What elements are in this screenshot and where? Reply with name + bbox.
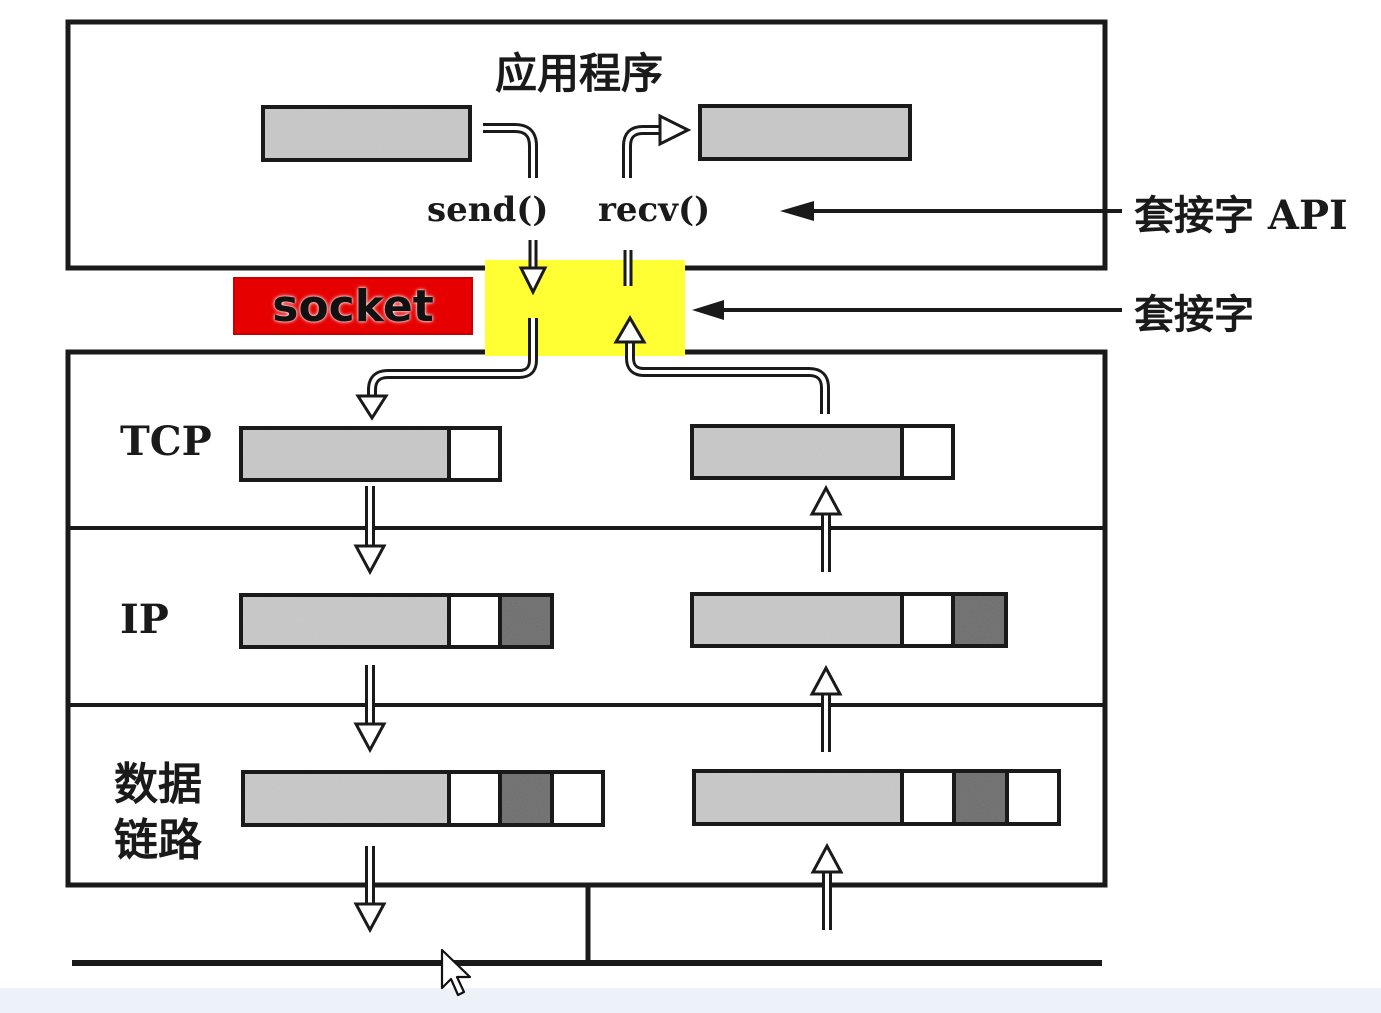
socket-annotation-label: 套接字	[1134, 291, 1254, 338]
recv-call-label: recv()	[598, 190, 711, 230]
mouse-cursor-icon	[440, 948, 472, 997]
bottom-strip	[0, 988, 1381, 1013]
datalink-layer-label-line1: 数据	[114, 759, 202, 810]
application-label: 应用程序	[495, 49, 664, 98]
datalink-frame-send	[241, 770, 605, 827]
tcp-layer-label: TCP	[120, 418, 212, 465]
datalink-frame-recv	[692, 769, 1061, 826]
socket-api-label: 套接字 API	[1134, 192, 1348, 239]
tcp-segment-recv	[690, 424, 955, 480]
ip-datagram-send	[239, 593, 554, 649]
app-send-buffer	[261, 105, 472, 162]
socket-opening	[485, 348, 685, 356]
socket-tag: socket	[233, 277, 473, 335]
send-call-label: send()	[427, 190, 549, 230]
ip-layer-label: IP	[120, 596, 169, 643]
annotation-pointers	[692, 201, 1122, 320]
ip-datagram-recv	[690, 592, 1008, 648]
app-recv-buffer	[698, 104, 912, 161]
socket-region	[485, 260, 685, 355]
send-path-arrows	[353, 123, 548, 934]
recv-path-arrows	[613, 113, 844, 930]
tcp-segment-send	[239, 426, 502, 482]
datalink-layer-label-line2: 链路	[114, 815, 202, 866]
